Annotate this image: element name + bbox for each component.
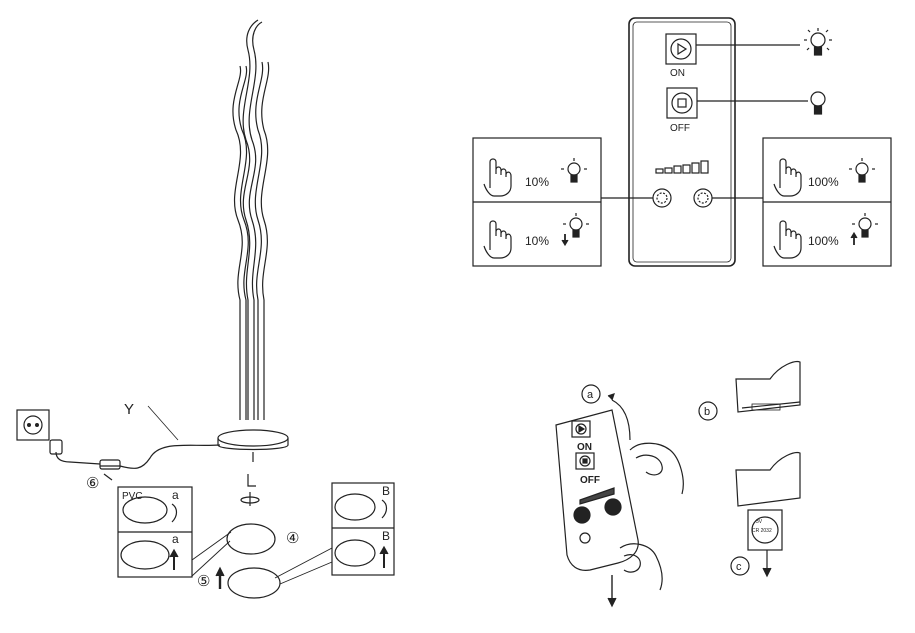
power-outlet-icon xyxy=(16,409,50,441)
sticker-oval-5 xyxy=(227,567,281,599)
battery-label: 3V xyxy=(756,519,763,525)
play-button-icon xyxy=(677,42,688,56)
sticker-step-right: B B xyxy=(331,482,395,576)
remote-control-diagram: ON OFF xyxy=(601,17,832,267)
tab-c-label: c xyxy=(736,561,742,573)
plug-icon xyxy=(49,439,121,470)
remote-battery-slot-b xyxy=(735,360,801,413)
bulb-on-icon xyxy=(563,213,589,238)
dim-down-table: 10% 10% xyxy=(472,137,602,267)
off-button[interactable] xyxy=(666,87,698,119)
svg-text:CR 2032: CR 2032 xyxy=(752,528,772,534)
tab-a-label: a xyxy=(587,389,594,401)
floor-lamp xyxy=(217,19,289,506)
bulb-on-icon xyxy=(561,158,587,183)
off-label: OFF xyxy=(670,123,690,134)
remote-off-label: OFF xyxy=(580,475,600,486)
pointing-hand-icon xyxy=(773,158,802,197)
bulb-on-icon xyxy=(852,213,878,238)
right-top-percent: 100% xyxy=(808,175,839,189)
remote-battery-slot-c xyxy=(735,451,801,578)
left-top-percent: 10% xyxy=(525,175,549,189)
pointing-hand-icon xyxy=(483,220,512,259)
dim-up-table: 100% 100% xyxy=(762,137,892,267)
brightness-scale xyxy=(655,160,709,174)
power-cable xyxy=(100,444,221,469)
dimmer-up-knob[interactable] xyxy=(693,188,713,208)
step-5-label: ⑤ xyxy=(197,573,210,590)
bulb-on-icon xyxy=(804,28,832,56)
b-label-2: B xyxy=(382,529,390,543)
pvc-label: PVC xyxy=(122,491,143,502)
pointing-hand-icon xyxy=(483,158,512,197)
a-label-2: a xyxy=(172,532,179,546)
bulb-off-icon xyxy=(810,91,826,115)
sticker-oval-4 xyxy=(226,523,276,555)
on-label: ON xyxy=(670,68,685,79)
sticker-step-left: PVC a a xyxy=(117,486,193,578)
remote-in-hand: ON OFF xyxy=(555,393,684,608)
b-label-1: B xyxy=(382,484,390,498)
cable-label: Y xyxy=(124,401,134,418)
stop-button-icon xyxy=(677,98,687,108)
right-bottom-percent: 100% xyxy=(808,234,839,248)
dimmer-down-knob[interactable] xyxy=(652,188,672,208)
tab-b-label: b xyxy=(704,406,710,418)
step-6-label: ⑥ xyxy=(86,475,99,492)
pointing-hand-icon xyxy=(773,220,802,259)
on-button[interactable] xyxy=(665,33,697,65)
remote-on-label: ON xyxy=(577,442,592,453)
bulb-on-icon xyxy=(849,158,875,183)
a-label-1: a xyxy=(172,488,179,502)
step-4-label: ④ xyxy=(286,530,299,547)
left-bottom-percent: 10% xyxy=(525,234,549,248)
